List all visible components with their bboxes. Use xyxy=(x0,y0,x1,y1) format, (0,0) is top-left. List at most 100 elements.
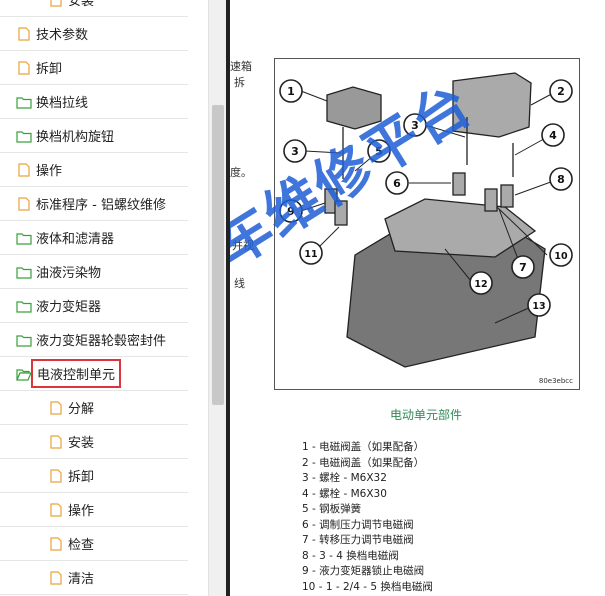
tree-item-label: 操作 xyxy=(68,504,95,519)
tree-item-installation[interactable]: 安装 xyxy=(0,425,188,459)
tree-item-label: 液力变矩器轮毂密封件 xyxy=(36,334,167,349)
list-item: 1 - 电磁阀盖（如果配备） xyxy=(302,441,425,453)
tree-item-label: 清洁 xyxy=(68,572,95,587)
callout-11: 11 xyxy=(304,249,317,260)
folder-icon xyxy=(16,95,32,109)
tree-item-label: 分解 xyxy=(68,402,95,417)
list-item: 6 - 调制压力调节电磁阀 xyxy=(302,518,414,531)
text-fragment: 并视 xyxy=(232,239,254,252)
folder-icon xyxy=(16,231,32,245)
document-icon xyxy=(48,570,64,585)
tree-item-electrohydraulic-control-unit[interactable]: 电液控制单元 xyxy=(0,357,188,391)
tree-item-thread-repair[interactable]: 标准程序 - 铝螺纹维修 xyxy=(0,187,188,221)
callout-10: 10 xyxy=(554,251,568,262)
solenoid-6 xyxy=(452,172,466,196)
list-item: 9 - 液力变矩器锁止电磁阀 xyxy=(302,565,425,577)
callout-6: 6 xyxy=(393,177,401,190)
list-item: 8 - 3 - 4 换档电磁阀 xyxy=(302,549,399,562)
document-icon xyxy=(16,26,32,41)
solenoid-10 xyxy=(484,188,498,212)
tree-item-label: 液力变矩器 xyxy=(36,300,102,315)
tree-item-operation[interactable]: 操作 xyxy=(0,153,188,187)
tree-item-cleaning[interactable]: 清洁 xyxy=(0,561,188,595)
folder-icon xyxy=(16,299,32,313)
solenoid-cover-2 xyxy=(452,72,532,138)
component-diagram: 1 2 3 3 4 5 6 7 8 9 10 11 12 13 80e3ebcc xyxy=(274,58,580,390)
solenoid-8 xyxy=(500,184,514,208)
tree-item-converter-hub-seal[interactable]: 液力变矩器轮毂密封件 xyxy=(0,323,188,357)
tree-item-label: 技术参数 xyxy=(36,28,89,43)
tree-item-label: 安装 xyxy=(68,436,95,451)
tree-item-shift-knob[interactable]: 换档机构旋钮 xyxy=(0,119,188,153)
callout-3a: 3 xyxy=(291,145,299,158)
callout-13: 13 xyxy=(532,301,545,312)
tree-item-install-top[interactable]: 安装 xyxy=(0,0,188,17)
callout-12: 12 xyxy=(474,279,487,290)
text-fragment: 拆 xyxy=(234,76,245,89)
tree-item-label: 操作 xyxy=(36,164,63,179)
text-fragment: 速箱 xyxy=(230,60,252,73)
callout-8: 8 xyxy=(557,173,565,186)
tree-item-label: 标准程序 - 铝螺纹维修 xyxy=(36,198,166,213)
tree-item-torque-converter[interactable]: 液力变矩器 xyxy=(0,289,188,323)
tree-item-label: 换档拉线 xyxy=(36,96,89,111)
document-icon xyxy=(16,162,32,177)
document-icon xyxy=(16,196,32,211)
tree-item-operation-sub[interactable]: 操作 xyxy=(0,493,188,527)
text-fragment: 线 xyxy=(234,277,245,290)
folder-icon xyxy=(16,129,32,143)
folder-icon xyxy=(16,333,32,347)
tree-item-label: 液体和滤清器 xyxy=(36,232,115,247)
tree-item-shift-cable[interactable]: 换档拉线 xyxy=(0,85,188,119)
solenoid-11 xyxy=(334,200,348,226)
tree-item-removal-sub[interactable]: 拆卸 xyxy=(0,459,188,493)
tree-item-fluid-filter[interactable]: 液体和滤清器 xyxy=(0,221,188,255)
tree-item-removal[interactable]: 拆卸 xyxy=(0,51,188,85)
callout-9: 9 xyxy=(287,205,295,218)
tree-item-label: 拆卸 xyxy=(68,470,95,485)
sidebar-scrollbar[interactable] xyxy=(208,0,226,596)
scrollbar-thumb[interactable] xyxy=(212,105,224,405)
tree-item-label: 换档机构旋钮 xyxy=(36,130,115,145)
solenoid-cover-1 xyxy=(326,86,382,130)
list-item: 7 - 转移压力调节电磁阀 xyxy=(302,534,414,546)
list-item: 2 - 电磁阀盖（如果配备） xyxy=(302,456,425,469)
document-icon xyxy=(48,434,64,449)
valve-plate xyxy=(384,198,537,258)
tree-item-label: 电液控制单元 xyxy=(30,359,122,388)
parts-list: 1 - 电磁阀盖（如果配备） 2 - 电磁阀盖（如果配备） 3 - 螺栓 - M… xyxy=(302,440,433,595)
pane-divider[interactable] xyxy=(226,0,230,596)
callout-4: 4 xyxy=(549,129,557,142)
folder-open-icon xyxy=(16,367,32,381)
tree-item-inspection[interactable]: 检查 xyxy=(0,527,188,561)
figure-caption: 电动单元部件 xyxy=(390,408,463,422)
figure-code: 80e3ebcc xyxy=(538,377,573,385)
document-icon xyxy=(48,0,64,7)
document-icon xyxy=(48,468,64,483)
text-fragment: 度。 xyxy=(230,166,252,179)
document-icon xyxy=(48,400,64,415)
tree-item-label: 检查 xyxy=(68,538,95,553)
callout-7: 7 xyxy=(519,261,527,274)
list-item: 10 - 1 - 2/4 - 5 换档电磁阀 xyxy=(302,580,433,593)
tree-item-specifications[interactable]: 技术参数 xyxy=(0,17,188,51)
list-item: 5 - 钢板弹簧 xyxy=(302,503,362,515)
tree-item-label: 油液污染物 xyxy=(36,266,102,281)
list-item: 3 - 螺栓 - M6X32 xyxy=(302,472,387,484)
document-icon xyxy=(16,60,32,75)
callout-1: 1 xyxy=(287,85,295,98)
tree-item-disassembly[interactable]: 分解 xyxy=(0,391,188,425)
list-item: 4 - 螺栓 - M6X30 xyxy=(302,487,387,500)
document-icon xyxy=(48,536,64,551)
tree-item-label: 安装 xyxy=(68,0,95,9)
document-view: 速箱 拆 度。 并视 线 xyxy=(230,0,605,596)
tree-item-label: 拆卸 xyxy=(36,62,63,77)
callout-3b: 3 xyxy=(411,119,419,132)
diagram-drawing: 1 2 3 3 4 5 6 7 8 9 10 11 12 13 xyxy=(279,72,573,368)
folder-icon xyxy=(16,265,32,279)
callout-5: 5 xyxy=(375,145,383,158)
document-icon xyxy=(48,502,64,517)
navigation-tree: 安装 技术参数 拆卸 换档拉线 换档机构旋钮 操作 标准程序 - 铝螺纹维修 液… xyxy=(0,0,208,596)
callout-2: 2 xyxy=(557,85,565,98)
tree-item-fluid-contaminants[interactable]: 油液污染物 xyxy=(0,255,188,289)
